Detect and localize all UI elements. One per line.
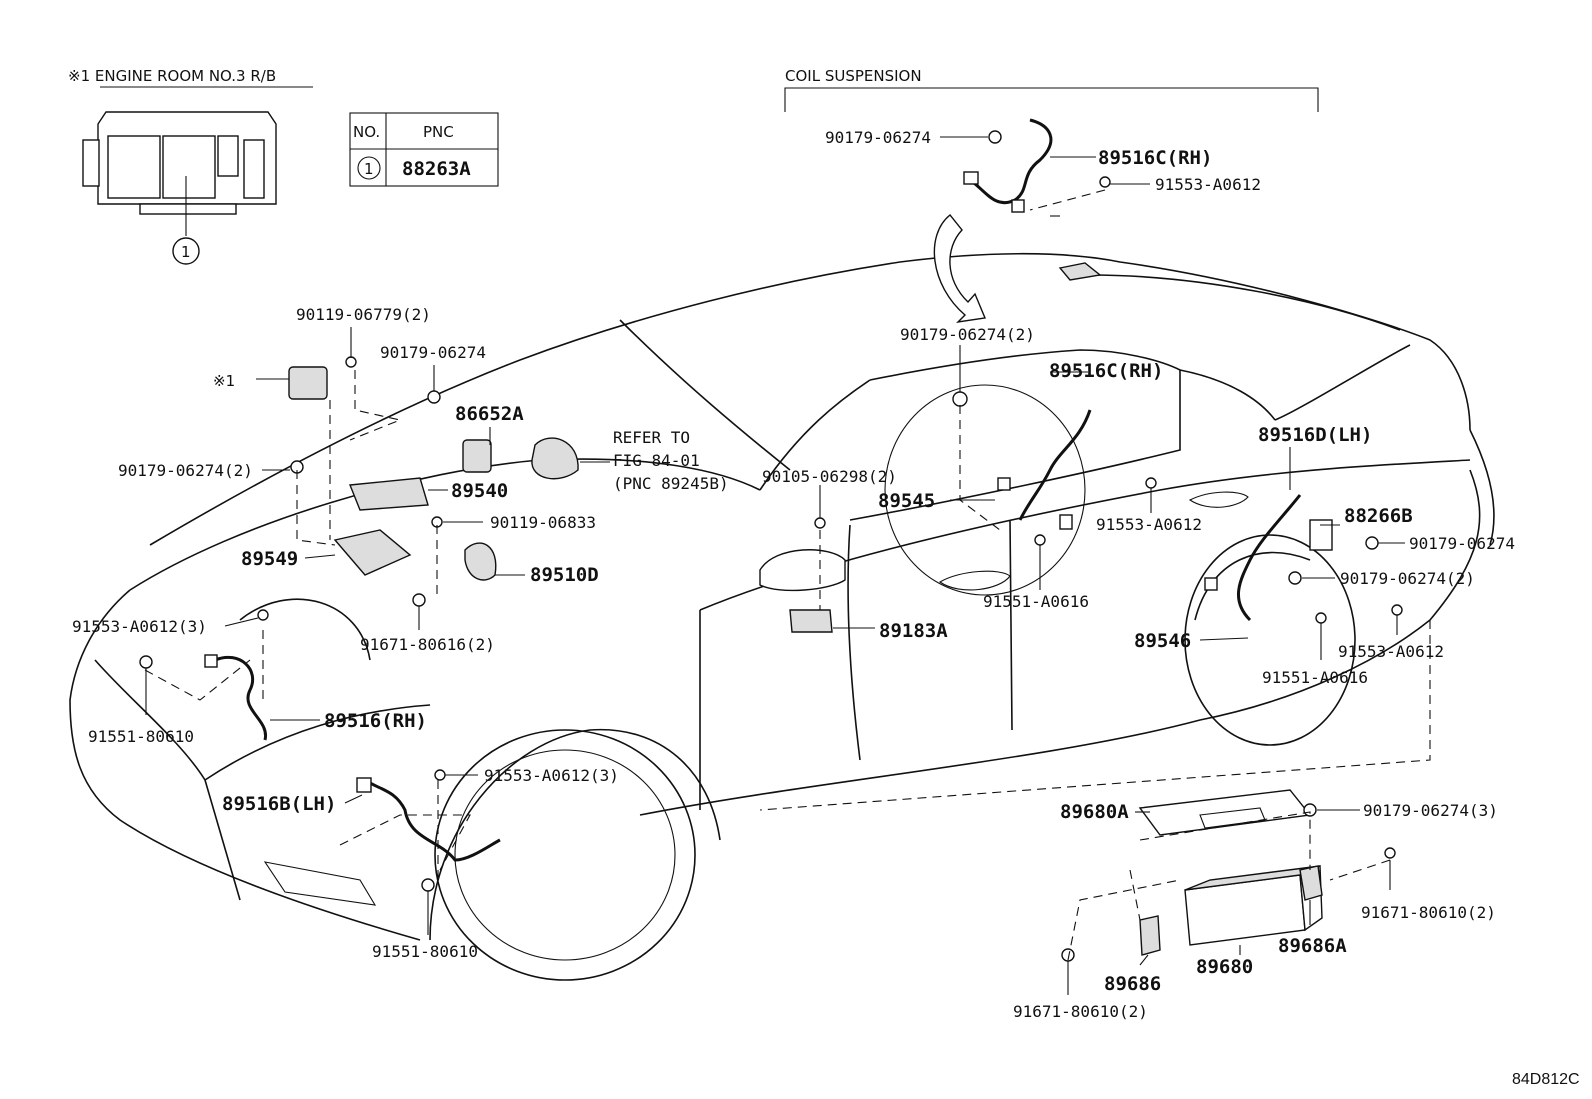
label-89686: 89686 [1104, 973, 1161, 995]
label-91553-a0612-3-left: 91553-A0612(3) [72, 617, 207, 636]
label-90179-06274-2-mid: 90179-06274(2) [900, 325, 1035, 344]
label-89516b-lh: 89516B(LH) [222, 793, 336, 815]
engine-room-note: ※1 ENGINE ROOM NO.3 R/B [68, 67, 276, 85]
label-89516-rh: 89516(RH) [324, 710, 427, 732]
label-89510d: 89510D [530, 564, 599, 586]
label-90179-06274-2-left: 90179-06274(2) [118, 461, 253, 480]
label-91551-80610-left: 91551-80610 [88, 727, 194, 746]
label-89540: 89540 [451, 480, 508, 502]
diagram-code: 84D812C [1512, 1071, 1580, 1088]
label-90179-06274-top: 90179-06274 [825, 128, 931, 147]
label-star1: ※1 [213, 372, 235, 390]
leader-lines [145, 136, 1405, 995]
label-91553-a0612-right: 91553-A0612 [1338, 642, 1444, 661]
label-90179-06274-right: 90179-06274 [1409, 534, 1515, 553]
svg-text:1: 1 [181, 243, 191, 261]
label-90179-06274-2-right: 90179-06274(2) [1340, 569, 1475, 588]
harness-89516c-top [963, 118, 1111, 213]
label-86652a: 86652A [455, 403, 524, 425]
label-refer-2: FIG 84-01 [613, 451, 700, 470]
label-91671-80610-bottom: 91671-80610(2) [1013, 1002, 1148, 1021]
label-90119-06779: 90119-06779(2) [296, 305, 431, 324]
label-89516c-rh-mid: 89516C(RH) [1049, 360, 1163, 382]
relay-block-icon: 1 [82, 111, 277, 265]
relay-part-icon [288, 366, 328, 400]
harness-89516d-lh [1204, 494, 1403, 624]
label-91671-80610-right: 91671-80610(2) [1361, 903, 1496, 922]
harness-89516-rh [139, 609, 269, 741]
label-89545: 89545 [878, 490, 935, 512]
label-91553-a0612-3-mid: 91553-A0612(3) [484, 766, 619, 785]
label-90179-06274-3: 90179-06274(3) [1363, 801, 1498, 820]
pnc-table: NO. PNC 1 88263A [349, 112, 499, 187]
label-89680a: 89680A [1060, 801, 1129, 823]
svg-text:1: 1 [364, 160, 374, 178]
label-89549: 89549 [241, 548, 298, 570]
label-90105-06298: 90105-06298(2) [762, 467, 897, 486]
label-90179-06274-a: 90179-06274 [380, 343, 486, 362]
svg-text:88263A: 88263A [402, 158, 471, 180]
label-89516d-lh: 89516D(LH) [1258, 424, 1372, 446]
label-91553-a0612-top: 91553-A0612 [1155, 175, 1261, 194]
label-91551-80610-bottom: 91551-80610 [372, 942, 478, 961]
label-89183a: 89183A [879, 620, 948, 642]
label-refer-3: (PNC 89245B) [613, 474, 729, 493]
vehicle-outline [69, 252, 1495, 981]
arrow-icon [933, 214, 986, 324]
label-refer-1: REFER TO [613, 428, 690, 447]
label-89516c-rh-top: 89516C(RH) [1098, 147, 1212, 169]
harness-89516b-lh [356, 769, 501, 892]
svg-text:NO.: NO. [353, 123, 380, 141]
label-91551-a0616-right: 91551-A0616 [1262, 668, 1368, 687]
label-89686a: 89686A [1278, 935, 1347, 957]
label-91671-80616: 91671-80616(2) [360, 635, 495, 654]
label-91553-a0612-mid: 91553-A0612 [1096, 515, 1202, 534]
label-88266b: 88266B [1344, 505, 1413, 527]
label-89680: 89680 [1196, 956, 1253, 978]
label-91551-a0616-mid: 91551-A0616 [983, 592, 1089, 611]
part-labels: 90179-06274 89516C(RH) 91553-A0612 90119… [72, 128, 1580, 1088]
svg-text:PNC: PNC [423, 123, 454, 141]
label-90119-06833: 90119-06833 [490, 513, 596, 532]
coil-suspension-label: COIL SUSPENSION [785, 67, 922, 85]
label-89546: 89546 [1134, 630, 1191, 652]
